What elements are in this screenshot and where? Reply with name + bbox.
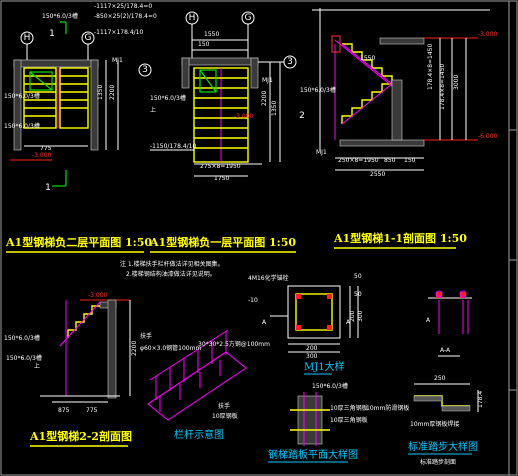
axis-label-h2: H	[189, 13, 196, 23]
dim-1350b: 1350	[271, 101, 278, 116]
section-mark-1: 1	[49, 29, 55, 39]
label-elev-m1150: -1150/178.4/10	[150, 143, 196, 150]
dim-2200b: 2200	[261, 91, 268, 106]
rail-label-3: 30*30*2.5方钢@100mm	[198, 340, 270, 348]
rail-label-5: 扶手	[218, 402, 230, 410]
dim-150b: 150	[404, 157, 416, 164]
dim-1750: 1750	[214, 175, 229, 182]
elev-m3000-c: -3.000	[478, 31, 498, 38]
axis-label-g: G	[85, 33, 92, 43]
plan-b1: H G 1550 150 3 3 150*6.0/3槽 上 -3.	[138, 11, 297, 182]
axis-label-g2: G	[245, 13, 252, 23]
dim-1550: 1550	[204, 31, 219, 38]
label-steel-2: 150*6.0/3槽	[4, 122, 40, 130]
dim-275: 275×8=1950	[200, 163, 241, 170]
rail-label-1: 扶手	[140, 332, 152, 340]
dim-2550: 2550	[370, 171, 385, 178]
label-steel-top: 150*6.0/3槽	[42, 12, 78, 20]
mj-dim-w2: 300	[306, 353, 318, 360]
note-1: 注 1.楼梯扶手栏杆做法详见相关图集。	[120, 260, 224, 268]
title-section-2-2: A1型钢梯2-2剖面图	[29, 429, 132, 443]
dim-250x8: 250×8=1950	[338, 157, 379, 164]
label-elev-top-4: -1117×178.4/10	[94, 29, 143, 36]
title-step-plan: 钢梯踏板平面大样图	[268, 448, 358, 461]
dim-8-a: 178.4×8=1450	[439, 63, 446, 110]
mj-dim-w: 200	[306, 345, 318, 352]
title-plan-b2: A1型钢梯负二层平面图 1:50	[5, 235, 152, 249]
mj-dim-h: 200	[349, 310, 356, 322]
title-section-1-1: A1型钢梯1-1剖面图 1:50	[333, 231, 467, 245]
mj-label-b: A	[346, 319, 351, 326]
rail-label-4: 10厚钢板	[212, 412, 238, 420]
label-steel-3: 150*6.0/3槽	[150, 94, 186, 102]
mj-dim-50a: 50	[354, 273, 362, 280]
sd-dim-250: 250	[434, 375, 446, 382]
mj-label-2: -10	[248, 297, 258, 304]
step-label-1: 150*6.0/3槽	[312, 382, 348, 390]
step-label-3: 10厚三角钢板	[330, 416, 368, 424]
dim-2200: 2200	[109, 85, 116, 100]
sd-dim-178: 178.4	[477, 391, 484, 408]
axis-label-3: 3	[287, 57, 293, 67]
sd-label-3: 10mm厚钢板焊接	[410, 420, 459, 428]
mj-dim-h2: 300	[357, 310, 364, 322]
axis-label-h: H	[24, 33, 31, 43]
dim-1350: 1350	[97, 85, 104, 100]
step-label-4: 10mm防滑钢板	[366, 404, 409, 412]
elev-m3000-s: -3.000	[88, 292, 108, 299]
axis-bubble-3b	[138, 63, 152, 77]
mj-label-a: A	[262, 319, 267, 326]
section-2-2: -3.000 150*6.0/3槽 150*6.0/3槽 上 2200 875 …	[4, 292, 138, 447]
title-plan-b1: A1型钢梯负一层平面图 1:50	[149, 235, 296, 249]
label-steel-6: 150*6.0/3槽	[6, 354, 42, 362]
section-mark-2: 2	[299, 111, 305, 121]
axis-label-3b: 3	[142, 65, 148, 75]
mj-dim-50b: 50	[354, 291, 362, 298]
label-mj1: MJ1	[112, 57, 123, 64]
dim-150: 150	[198, 41, 210, 48]
note-2: 2.楼梯钢结构油漆做法详见说明。	[126, 270, 216, 278]
dim-850: 850	[384, 157, 396, 164]
title-step-detail: 标准踏步大样图	[408, 440, 478, 453]
sd-label-4: 标准踏步剖面	[420, 458, 456, 466]
dim-875: 875	[58, 407, 70, 414]
aa-label: A	[426, 317, 431, 324]
label-mj1c: MJ1	[316, 149, 327, 156]
title-aa: A-A	[440, 347, 451, 354]
label-elev-top-2: -850×25(2)/178.4=0	[94, 13, 157, 20]
label-elev-top-1: -1117×25/178.4=0	[94, 3, 152, 10]
step-label-2: 10厚三角钢板	[330, 404, 368, 412]
dim-3000: 3000	[453, 75, 460, 90]
title-railing: 栏杆示意图	[174, 428, 224, 441]
title-mj1: MJ1大样	[304, 360, 345, 373]
standard-step-detail: 250 178.4 10mm厚钢板焊接 标准踏步大样图 标准踏步剖面	[408, 375, 484, 466]
label-up2: 上	[34, 362, 40, 370]
railing-detail: 扶手 φ60×3.0钢管100mm 30*30*2.5方钢@100mm 10厚钢…	[140, 329, 270, 441]
aa-detail: A A-A	[426, 290, 472, 357]
section-1-1: -3.000 -6.000 178.4×8=1450 3000 178.4×8=…	[299, 8, 498, 178]
label-dim-4x: 1550	[360, 55, 375, 62]
step-plan-detail: 150*6.0/3槽 10厚三角钢板 10厚三角钢板 10mm防滑钢板 钢梯踏板…	[268, 382, 409, 463]
mj1-detail: A A 4M16化学锚栓 -10 200 300 200 300 50 50 M…	[248, 273, 364, 375]
label-up: 上	[150, 106, 156, 114]
plan-b2: H G 1 -1117×25/178.4=0 -850×25(2)/	[4, 3, 157, 193]
label-steel-4: 150*6.0/3槽	[300, 86, 336, 94]
dim-14: 178.4×8=1450	[427, 43, 434, 90]
mj-label-1: 4M16化学锚栓	[248, 274, 289, 282]
rail-label-2: φ60×3.0钢管100mm	[140, 344, 201, 352]
label-steel-5: 150*6.0/3槽	[4, 334, 40, 342]
section-mark-1b: 1	[45, 183, 51, 193]
elev-m6000-a: -6.000	[478, 133, 498, 140]
dim-775b: 775	[86, 407, 98, 414]
elev-m3000-b: -3.000	[234, 113, 254, 120]
dim-775: 775	[40, 145, 52, 152]
dim-2200c: 2200	[131, 341, 138, 356]
label-mj1b: MJ1	[262, 77, 273, 84]
elev-m3000-a: -3.000	[32, 152, 52, 159]
label-steel-1: 150*6.0/3槽	[4, 92, 40, 100]
